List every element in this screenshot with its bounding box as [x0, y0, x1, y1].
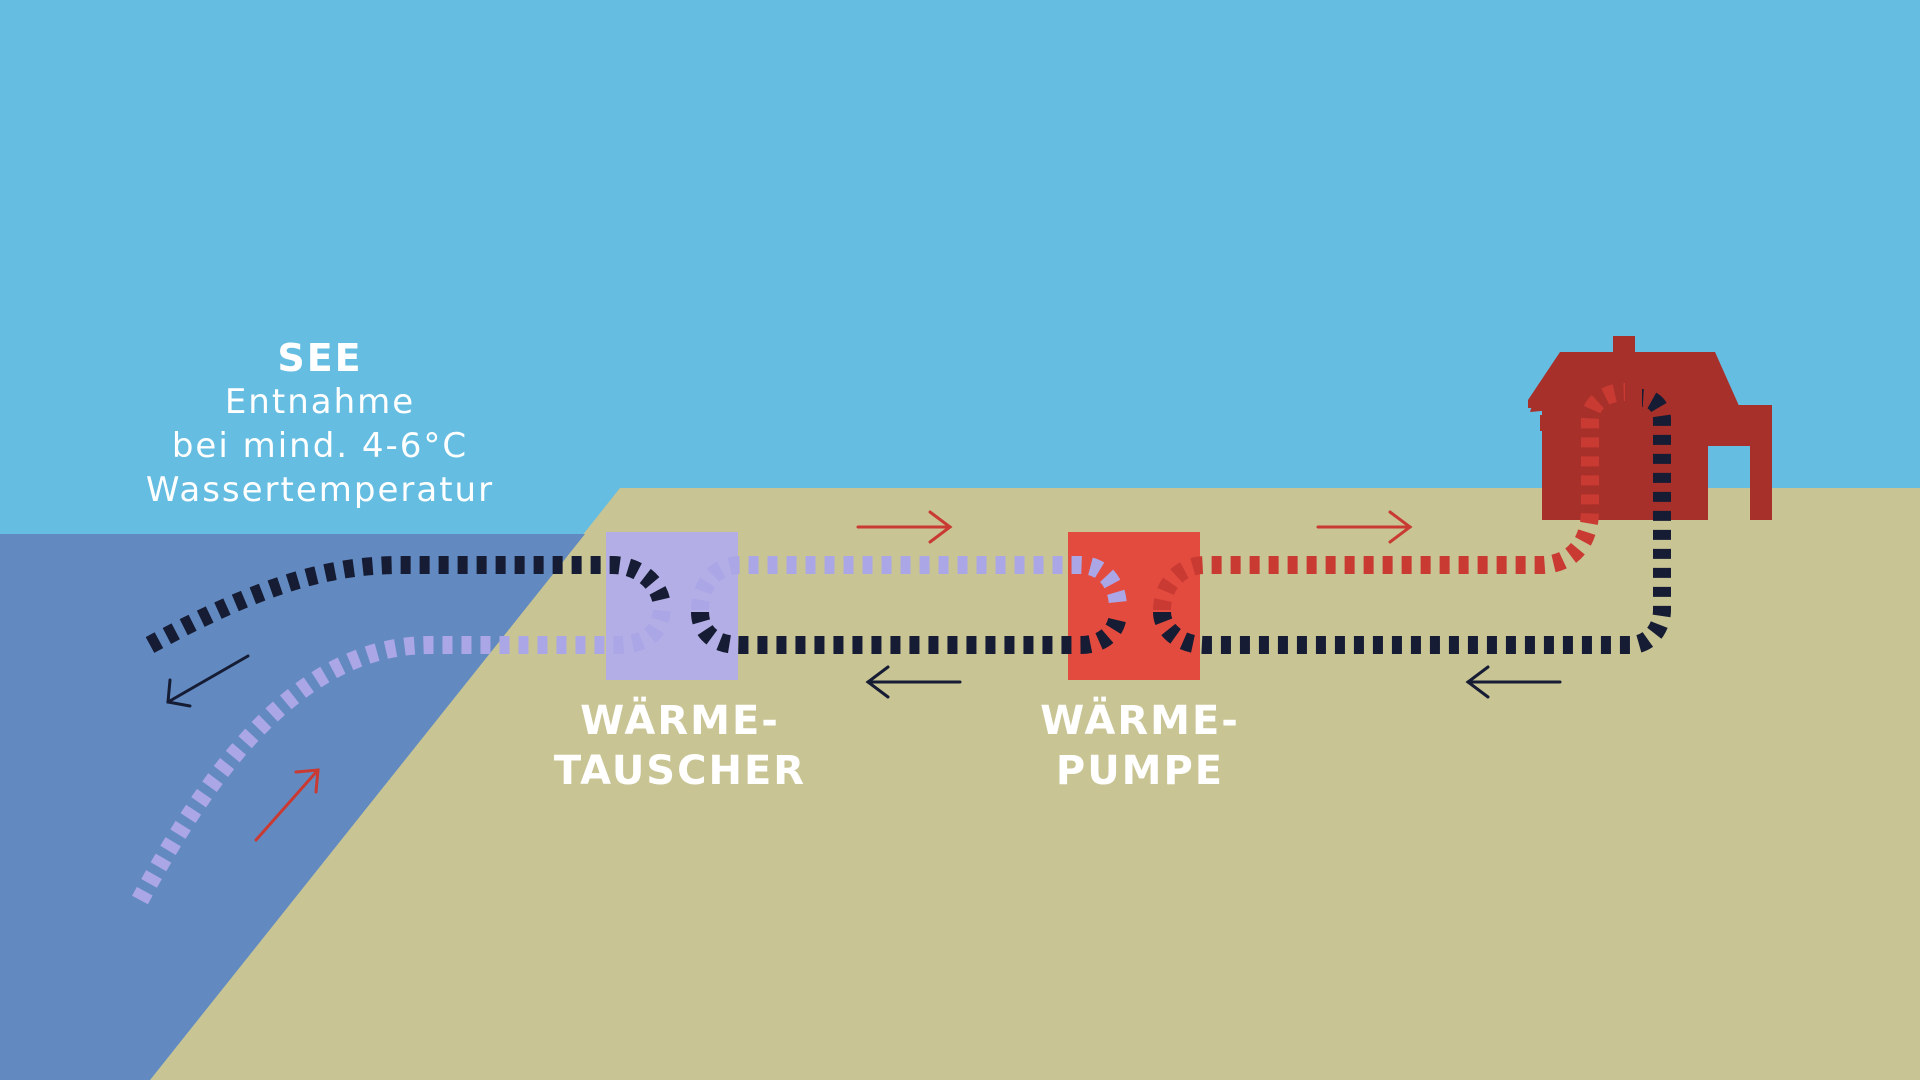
- arrow-icon: [254, 768, 320, 842]
- lake-description-line-1: Entnahme: [224, 382, 416, 422]
- pipe-lake-return: [145, 556, 671, 653]
- heat-pump-label-line-2: PUMPE: [1055, 748, 1225, 794]
- arrow-icon: [1316, 510, 1413, 544]
- arrow-icon: [865, 665, 962, 699]
- pipe-house-return: [1153, 389, 1671, 654]
- arrow-icon: [1465, 665, 1562, 699]
- heat-exchanger-label-line-2: TAUSCHER: [553, 748, 807, 794]
- lake-description-line-3: Wassertemperatur: [145, 470, 495, 510]
- lake-label: SEE Entnahme bei mind. 4-6°C Wassertempe…: [100, 336, 540, 512]
- arrow-icon: [166, 654, 250, 708]
- lake-title: SEE: [277, 336, 363, 380]
- heat-pump-label: WÄRME- PUMPE: [1000, 696, 1280, 796]
- heat-pump-label-line-1: WÄRME-: [1040, 698, 1240, 744]
- lake: [0, 534, 585, 1080]
- pipe-middle-return: [691, 611, 1127, 654]
- arrow-icon: [856, 510, 953, 544]
- pipe-middle-supply: [691, 556, 1127, 611]
- pipe-lake-intake: [132, 608, 671, 905]
- heat-exchanger-label-line-1: WÄRME-: [580, 698, 780, 744]
- heat-pump-box: [1068, 532, 1200, 680]
- pipe-house-supply: [1153, 383, 1626, 611]
- lake-description-line-2: bei mind. 4-6°C: [171, 426, 469, 466]
- heat-exchanger-label: WÄRME- TAUSCHER: [540, 696, 820, 796]
- heat-exchanger-box: [606, 532, 738, 680]
